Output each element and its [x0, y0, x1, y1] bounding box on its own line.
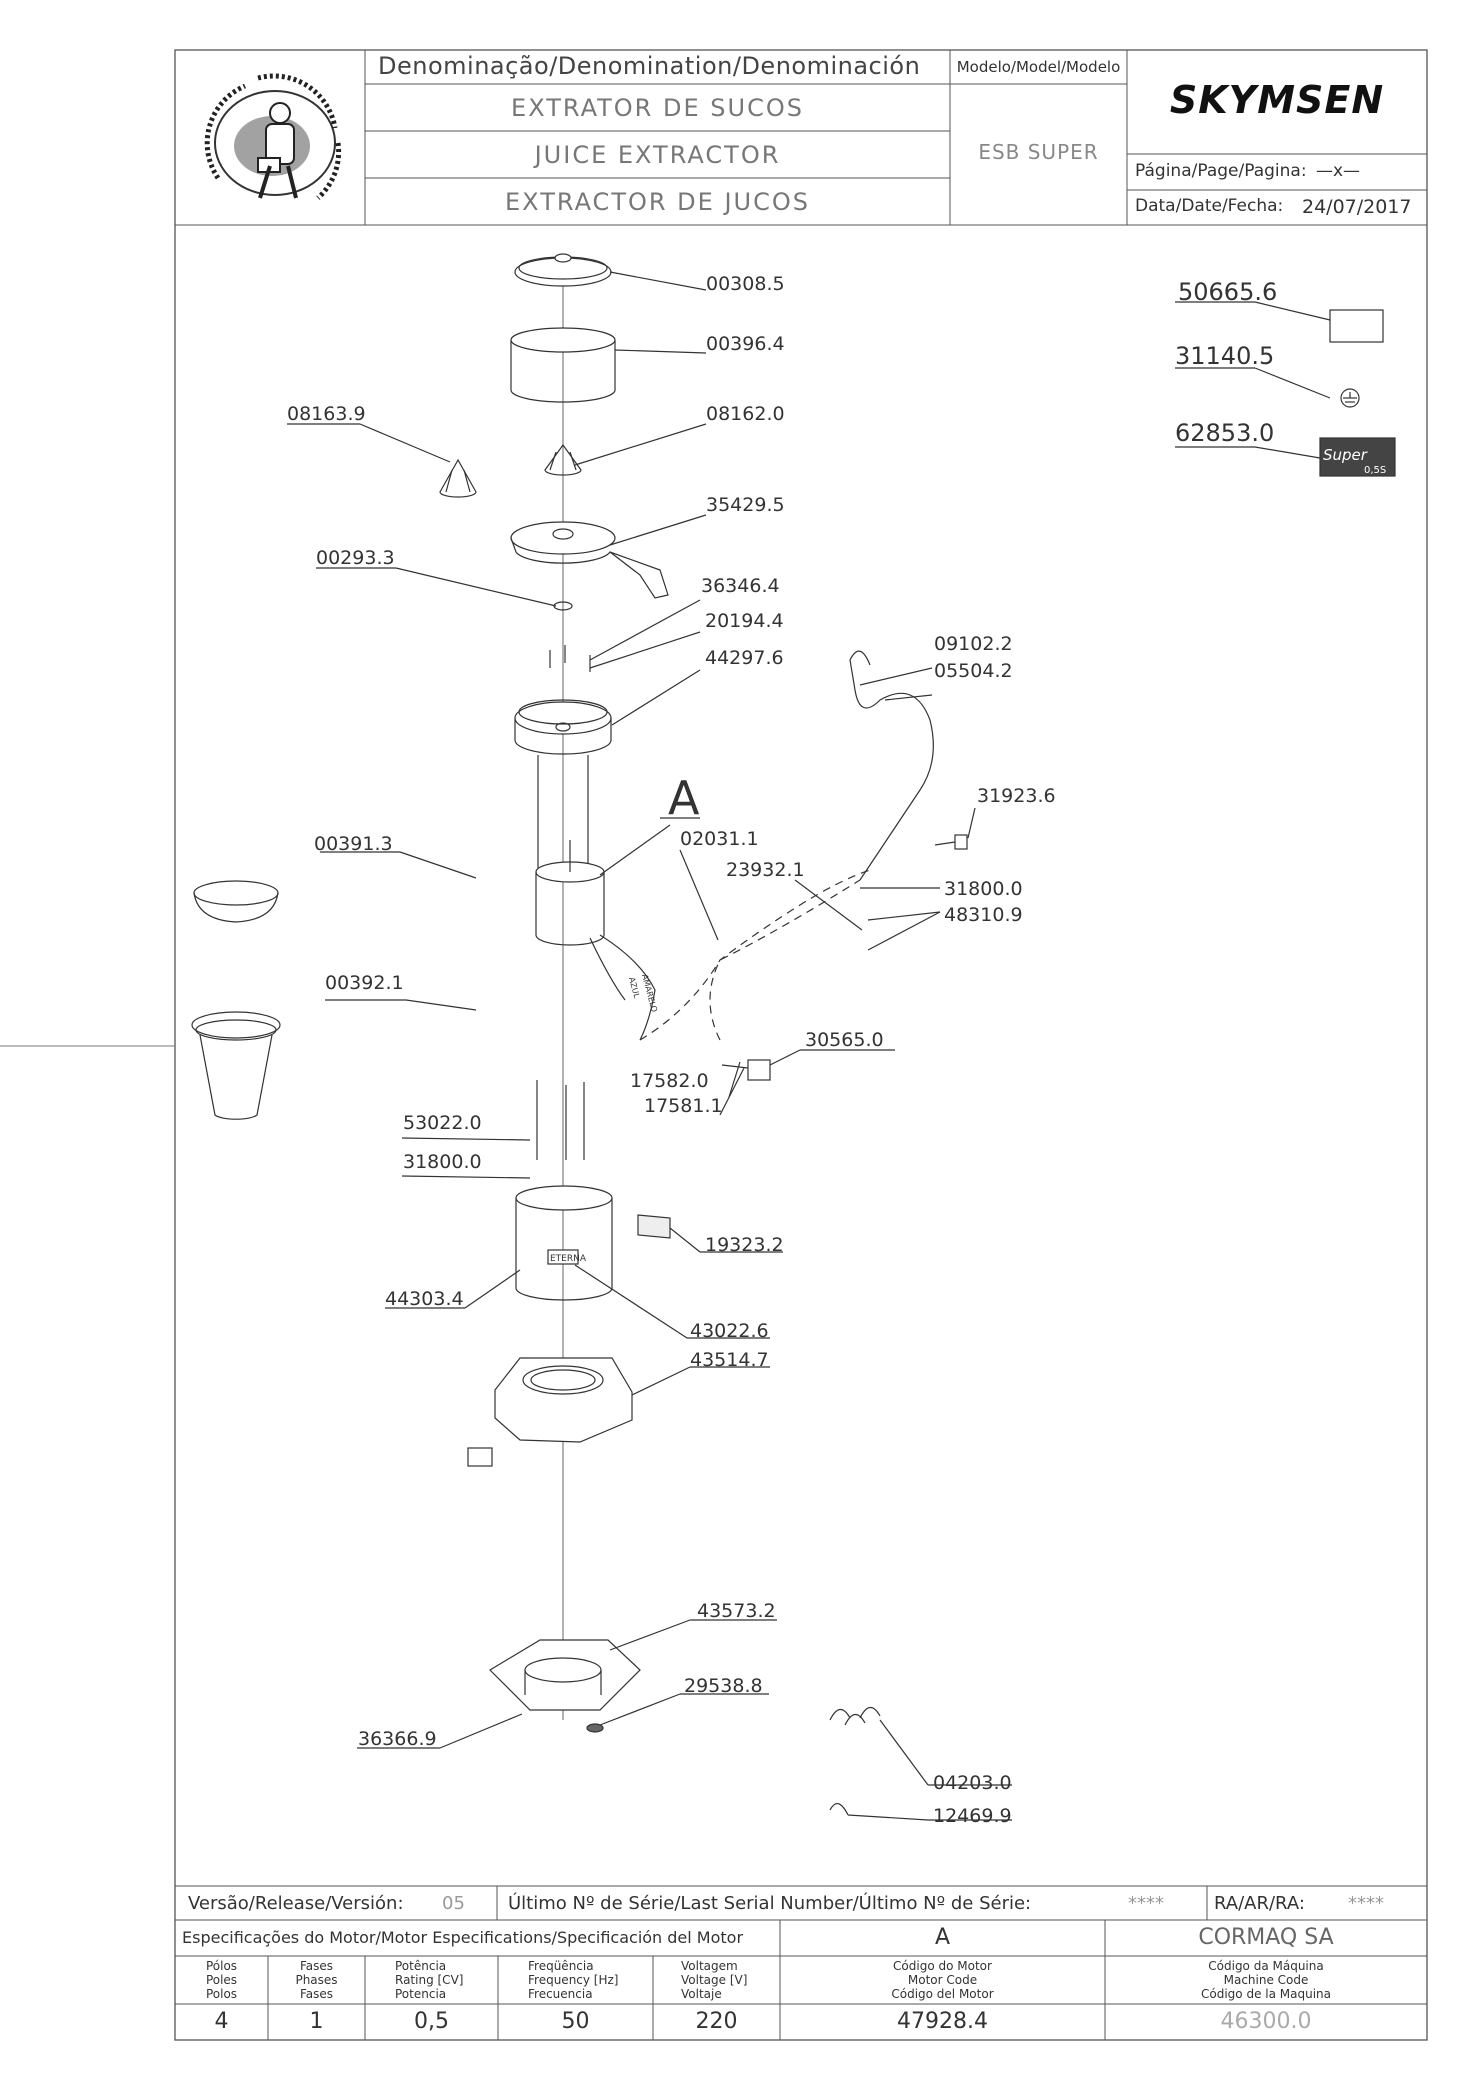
- serial-value: ****: [1128, 1893, 1164, 1914]
- part-43514-7: 43514.7: [690, 1349, 769, 1371]
- part-31800-0-b: 31800.0: [403, 1151, 482, 1173]
- col-voltage: Voltagem Voltage [V] Voltaje: [681, 1959, 748, 2001]
- super-badge-text: Super: [1323, 446, 1368, 464]
- part-50665-6: 50665.6: [1178, 278, 1277, 306]
- denomination-label: Denominação/Denomination/Denominación: [378, 52, 921, 80]
- part-53022-0: 53022.0: [403, 1112, 482, 1134]
- date-value: 24/07/2017: [1302, 196, 1412, 218]
- part-23932-1: 23932.1: [726, 859, 805, 881]
- part-09102-2: 09102.2: [934, 633, 1013, 655]
- value-phases: 1: [309, 2009, 324, 2034]
- motor-callout-a: A: [668, 771, 700, 825]
- col-machine-code: Código da Máquina Machine Code Código de…: [1201, 1959, 1331, 2001]
- wire-label-yellow: AMARELO: [640, 973, 659, 1013]
- part-19323-2: 19323.2: [705, 1234, 784, 1256]
- version-label: Versão/Release/Versión:: [188, 1893, 404, 1914]
- motor-spec-label: Especificações do Motor/Motor Especifica…: [182, 1928, 744, 1947]
- part-31800-0-a: 31800.0: [944, 878, 1023, 900]
- wire-label-blue: AZUL: [627, 976, 641, 999]
- model-value: ESB SUPER: [978, 140, 1099, 164]
- ra-label: RA/AR/RA:: [1214, 1893, 1305, 1914]
- value-voltage: 220: [695, 2009, 738, 2034]
- part-48310-9: 48310.9: [944, 904, 1023, 926]
- part-00308-5: 00308.5: [706, 273, 785, 295]
- part-30565-0: 30565.0: [805, 1029, 884, 1051]
- authorized-technician-seal: [204, 73, 342, 200]
- part-29538-8: 29538.8: [684, 1675, 763, 1697]
- part-36346-4: 36346.4: [701, 575, 780, 597]
- part-00396-4: 00396.4: [706, 333, 785, 355]
- part-17581-1: 17581.1: [644, 1095, 723, 1117]
- part-31923-6: 31923.6: [977, 785, 1056, 807]
- col-rating: Potência Rating [CV] Potencia: [395, 1959, 464, 2001]
- part-31140-5: 31140.5: [1175, 342, 1274, 370]
- serial-label: Último Nº de Série/Last Serial Number/Úl…: [508, 1893, 1032, 1914]
- part-08162-0: 08162.0: [706, 403, 785, 425]
- product-name-en: JUICE EXTRACTOR: [534, 141, 781, 169]
- value-motor-code: 47928.4: [897, 2009, 988, 2034]
- brand-logo: SKYMSEN: [1169, 78, 1385, 122]
- part-00391-3: 00391.3: [314, 833, 393, 855]
- ra-value: ****: [1348, 1893, 1384, 1914]
- part-02031-1: 02031.1: [680, 828, 759, 850]
- part-44297-6: 44297.6: [705, 647, 784, 669]
- col-motor-code: Código do Motor Motor Code Código del Mo…: [891, 1959, 994, 2001]
- part-35429-5: 35429.5: [706, 494, 785, 516]
- page-value: —x—: [1316, 161, 1361, 181]
- date-label: Data/Date/Fecha:: [1135, 196, 1284, 216]
- value-frequency: 50: [561, 2009, 590, 2034]
- part-05504-2: 05504.2: [934, 660, 1013, 682]
- model-label: Modelo/Model/Modelo: [956, 58, 1121, 76]
- page-label: Página/Page/Pagina:: [1135, 161, 1307, 181]
- part-20194-4: 20194.4: [705, 610, 784, 632]
- company-name: CORMAQ SA: [1198, 1925, 1334, 1950]
- part-17582-0: 17582.0: [630, 1070, 709, 1092]
- part-36366-9: 36366.9: [358, 1728, 437, 1750]
- super-badge-sub: 0,5S: [1364, 465, 1386, 476]
- value-machine-code: 46300.0: [1220, 2009, 1312, 2034]
- part-44303-4: 44303.4: [385, 1288, 464, 1310]
- motor-letter: A: [934, 1925, 951, 1950]
- version-value: 05: [442, 1893, 465, 1914]
- col-frequency: Freqüência Frequency [Hz] Frecuencia: [528, 1959, 619, 2001]
- part-08163-9: 08163.9: [287, 403, 366, 425]
- col-poles: Pólos Poles Polos: [205, 1959, 238, 2001]
- part-00293-3: 00293.3: [316, 547, 395, 569]
- eterna-label: ETERNA: [550, 1254, 587, 1264]
- part-62853-0: 62853.0: [1175, 419, 1274, 447]
- part-43573-2: 43573.2: [697, 1600, 776, 1622]
- value-rating: 0,5: [414, 2009, 449, 2034]
- product-name-pt: EXTRATOR DE SUCOS: [511, 94, 804, 122]
- part-12469-9: 12469.9: [933, 1805, 1012, 1827]
- product-name-es: EXTRACTOR DE JUCOS: [505, 188, 810, 216]
- part-43022-6: 43022.6: [690, 1320, 769, 1342]
- part-04203-0: 04203.0: [933, 1772, 1012, 1794]
- part-00392-1: 00392.1: [325, 972, 404, 994]
- value-poles: 4: [214, 2009, 229, 2034]
- col-phases: Fases Phases Fases: [295, 1959, 338, 2001]
